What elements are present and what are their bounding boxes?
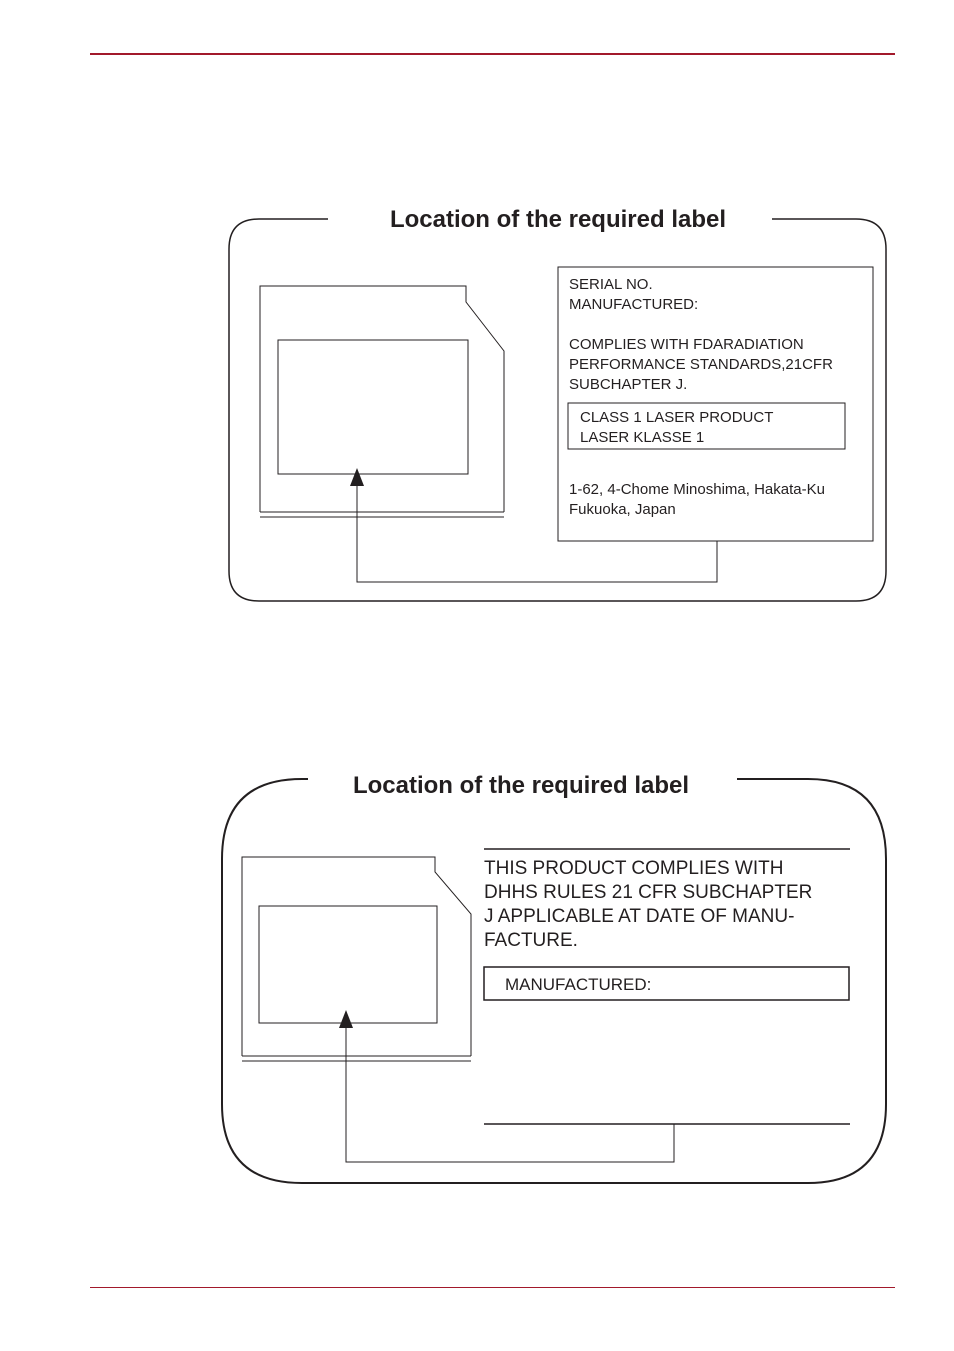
diagram-2-label-line: THIS PRODUCT COMPLIES WITH — [484, 858, 783, 879]
diagram-1-class-line: CLASS 1 LASER PRODUCT — [580, 409, 773, 426]
diagram-1-class-line: LASER KLASSE 1 — [580, 429, 704, 446]
diagram-2-manufactured-box — [483, 966, 850, 1001]
diagram-1-frame — [228, 218, 887, 602]
diagram-1-label-line: PERFORMANCE STANDARDS,21CFR — [569, 356, 833, 373]
diagram-2-drive-outline — [241, 856, 472, 1056]
diagram-1-label-line: SERIAL NO. — [569, 276, 653, 293]
diagram-1-label-box — [557, 266, 874, 542]
diagram-1-title: Location of the required label — [390, 206, 726, 233]
label-location-diagram-2: Location of the required label THIS PROD… — [221, 772, 887, 1184]
diagram-2-manufactured-text: MANUFACTURED: — [505, 975, 651, 994]
diagram-1-connector-line — [356, 484, 718, 583]
diagram-2-label-line: DHHS RULES 21 CFR SUBCHAPTER — [484, 882, 812, 903]
diagram-2-arrow-head — [339, 1010, 353, 1028]
diagram-1-arrow-head — [350, 468, 364, 486]
header-rule — [90, 53, 895, 55]
diagram-1-label-line: COMPLIES WITH FDARADIATION — [569, 336, 804, 353]
diagram-2-label-line: J APPLICABLE AT DATE OF MANU- — [484, 906, 794, 927]
diagram-1-class-box — [567, 402, 846, 450]
diagram-2-title: Location of the required label — [353, 772, 689, 799]
diagram-1-label-line: MANUFACTURED: — [569, 296, 698, 313]
label-location-diagram-1: Location of the required label SERIAL NO… — [228, 206, 887, 602]
diagram-2-connector-line — [345, 1026, 675, 1163]
diagram-1-address-line: Fukuoka, Japan — [569, 501, 676, 518]
footer-rule — [90, 1287, 895, 1288]
diagram-1-address-line: 1-62, 4-Chome Minoshima, Hakata-Ku — [569, 481, 825, 498]
diagram-2-label-line: FACTURE. — [484, 930, 578, 951]
diagram-2-label-position — [258, 905, 438, 1024]
diagram-1-drive-outline — [259, 285, 505, 512]
diagram-2-frame — [221, 778, 887, 1184]
diagram-1-label-line: SUBCHAPTER J. — [569, 376, 687, 393]
diagram-1-label-position — [277, 339, 469, 475]
